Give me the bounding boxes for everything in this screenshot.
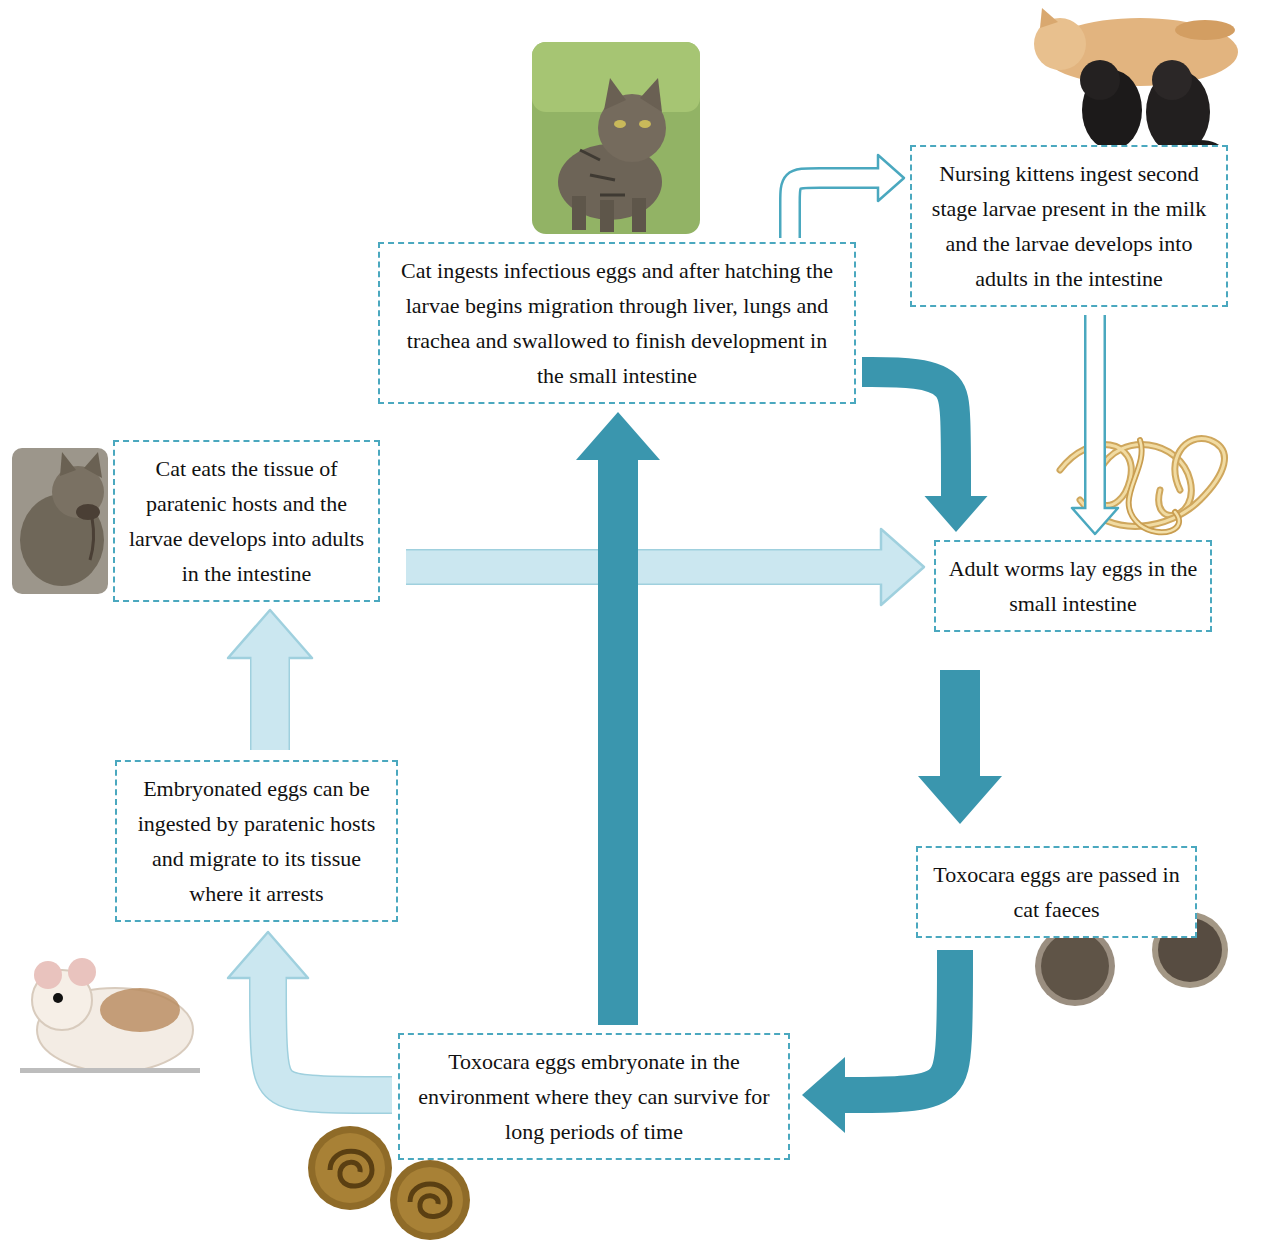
cat-ear (60, 452, 76, 476)
egg-shell (308, 1126, 392, 1210)
cycle-arrow (918, 670, 1002, 824)
arrow-shaft (268, 975, 392, 1095)
mouse-prey (76, 504, 100, 520)
box-text: Nursing kittens ingest second stage larv… (924, 156, 1214, 296)
arrow-shaft (845, 950, 955, 1095)
cat-eye (614, 120, 626, 128)
cycle-arrow (406, 529, 924, 605)
process-box: Toxocara eggs embryonate in the environm… (398, 1033, 790, 1160)
cat-leg (572, 196, 586, 230)
arrow-head (228, 610, 312, 658)
cycle-arrow (228, 932, 392, 1095)
process-box: Cat eats the tissue of paratenic hosts a… (113, 440, 380, 602)
egg-content (397, 1167, 463, 1233)
grass-ground (532, 42, 700, 234)
cat-ear (640, 78, 662, 112)
mouse-eye (53, 993, 63, 1003)
arrow-shaft-outline (790, 178, 878, 238)
cat-eye (639, 120, 651, 128)
walking-cat-photo (532, 42, 700, 234)
process-box: Adult worms lay eggs in the small intest… (934, 540, 1212, 632)
mother-cat-tail (1175, 20, 1235, 40)
grass-light (532, 42, 700, 112)
cat-ear (84, 452, 102, 478)
egg-shell (390, 1160, 470, 1240)
box-text: Cat ingests infectious eggs and after ha… (392, 253, 842, 393)
box-text: Toxocara eggs embryonate in the environm… (412, 1044, 776, 1149)
cat-stripes (580, 150, 625, 195)
process-box: Toxocara eggs are passed in cat faeces (916, 846, 1197, 938)
nursing-kittens-photo (1034, 8, 1238, 160)
box-text: Toxocara eggs are passed in cat faeces (930, 857, 1183, 927)
arrow-shaft (406, 551, 884, 584)
cycle-arrow (862, 372, 988, 532)
arrow-head (881, 529, 924, 605)
arrow-head (918, 776, 1002, 824)
paratenic-mouse-photo (20, 958, 200, 1073)
arrow-head (228, 932, 308, 978)
mother-cat-ear (1040, 8, 1058, 28)
worm (1129, 440, 1179, 532)
arrow-shaft (1087, 315, 1104, 511)
mouse-ground (20, 1068, 200, 1073)
cat-leg (600, 200, 614, 232)
cycle-arrow (802, 950, 955, 1133)
arrow-shaft (940, 670, 980, 776)
mouse-tail (90, 518, 94, 560)
process-box: Nursing kittens ingest second stage larv… (910, 145, 1228, 307)
kitten-head (1080, 60, 1120, 100)
arrow-head (576, 412, 660, 460)
arrow-head (1072, 508, 1118, 534)
larva (410, 1184, 450, 1217)
arrow-shaft (598, 460, 638, 1025)
cat-leg (632, 198, 646, 232)
cycle-arrow (790, 155, 904, 238)
egg-shell (1035, 926, 1115, 1006)
egg-content (315, 1133, 385, 1203)
worm-highlight (1129, 440, 1179, 532)
box-text: Embryonated eggs can be ingested by para… (129, 771, 384, 911)
box-text: Cat eats the tissue of paratenic hosts a… (127, 451, 366, 591)
cycle-arrow (1072, 315, 1118, 534)
arrow-shaft (790, 178, 881, 238)
mouse-patch (100, 988, 180, 1032)
process-box: Embryonated eggs can be ingested by para… (115, 760, 398, 922)
arrow-head (802, 1057, 845, 1133)
larva (330, 1151, 372, 1186)
cycle-arrow (576, 412, 660, 1025)
mouse-ear (68, 958, 96, 986)
egg-content (1041, 932, 1109, 1000)
process-box: Cat ingests infectious eggs and after ha… (378, 242, 856, 404)
cycle-arrow (228, 610, 312, 750)
arrow-head (878, 155, 904, 201)
kitten-head (1152, 60, 1192, 100)
arrow-shaft (862, 372, 956, 496)
box-text: Adult worms lay eggs in the small intest… (948, 551, 1198, 621)
photo-ground (12, 448, 108, 594)
mouse-ear (34, 961, 62, 989)
arrow-head (925, 496, 988, 532)
cat-ear (604, 78, 626, 110)
hunting-cat-photo (12, 448, 108, 594)
arrow-shaft (252, 655, 289, 750)
